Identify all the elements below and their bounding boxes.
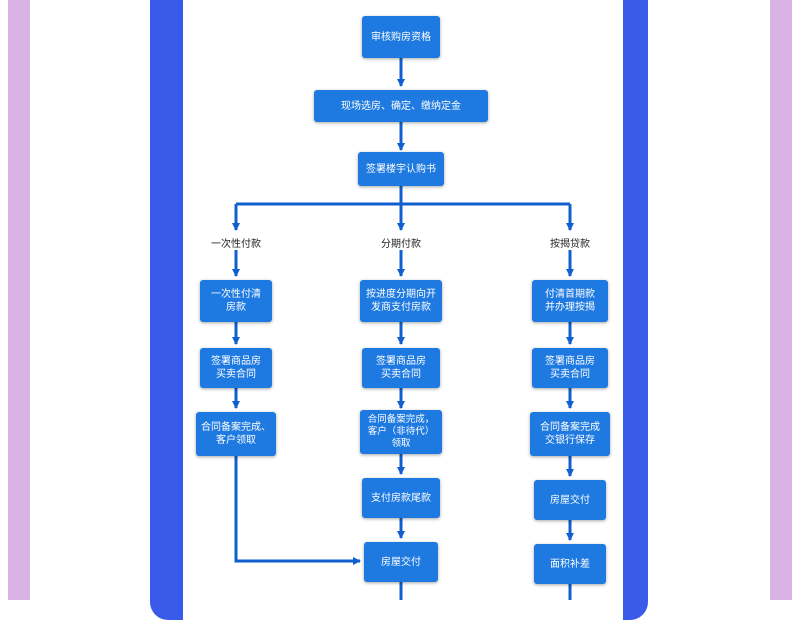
arrow-full-3-to-delivery <box>234 456 361 565</box>
node-review-eligibility: 审核购房资格 <box>362 16 440 58</box>
branch-label-installment: 分期付款 <box>381 239 421 250</box>
node-mortgage-delivery: 房屋交付 <box>534 480 606 520</box>
branch-label-full-payment: 一次性付款 <box>211 239 261 250</box>
node-installment-delivery: 房屋交付 <box>364 542 438 582</box>
node-installment-pay-balance: 支付房款尾款 <box>362 478 440 518</box>
node-mortgage-sign-contract: 签署商品房 买卖合同 <box>532 348 608 388</box>
node-full-pay-in-one: 一次性付清 房款 <box>200 280 272 322</box>
right-decorative-stripe <box>770 0 792 600</box>
connector-lines <box>232 58 574 600</box>
node-installment-pay-by-progress: 按进度分期向开 发商支付房款 <box>360 280 442 322</box>
branch-label-mortgage: 按揭贷款 <box>550 239 590 250</box>
left-decorative-stripe <box>8 0 30 600</box>
node-mortgage-down-payment: 付清首期款 并办理按揭 <box>532 280 608 322</box>
node-full-sign-contract: 签署商品房 买卖合同 <box>200 348 272 388</box>
node-mortgage-area-adjustment: 面积补差 <box>534 544 606 584</box>
node-select-and-deposit: 现场选房、确定、缴纳定金 <box>314 90 488 122</box>
node-installment-sign-contract: 签署商品房 买卖合同 <box>362 348 440 388</box>
node-installment-contract-filed: 合同备案完成， 客户（非待代） 领取 <box>360 410 442 454</box>
node-full-contract-filed: 合同备案完成、 客户领取 <box>196 412 276 456</box>
node-sign-subscription: 签署楼宇认购书 <box>358 152 444 186</box>
node-mortgage-contract-to-bank: 合同备案完成 交银行保存 <box>530 412 610 456</box>
